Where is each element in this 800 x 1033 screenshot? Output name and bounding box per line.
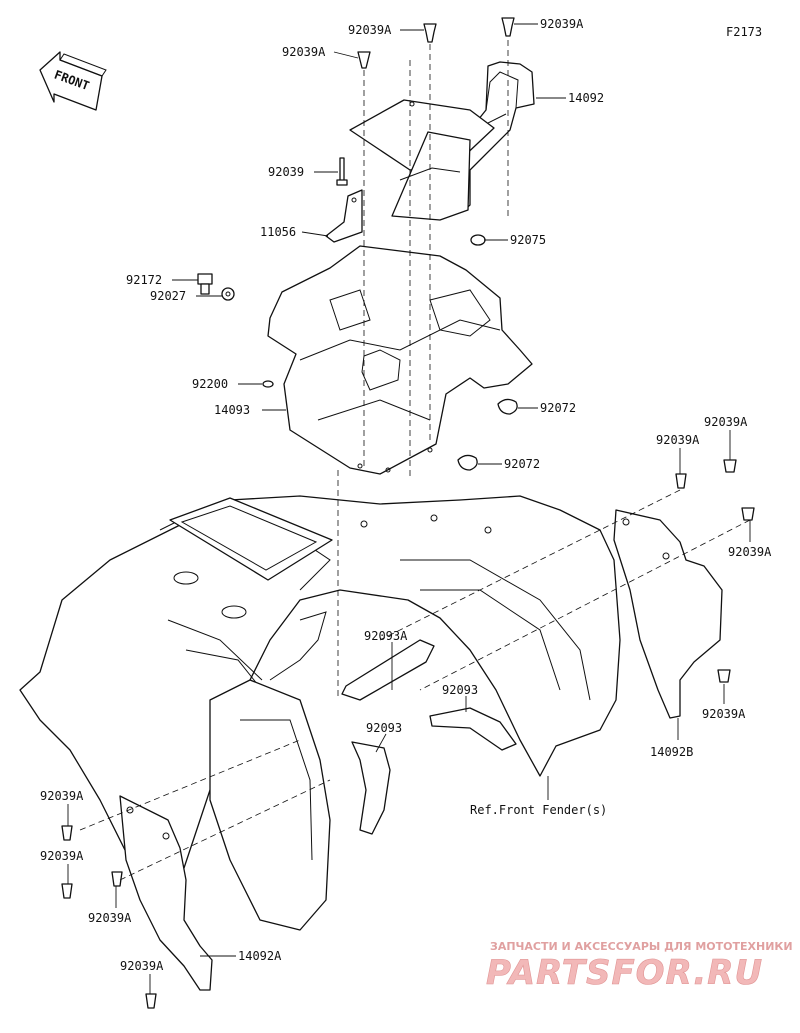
clips-92039A-right-icon xyxy=(675,459,755,683)
callout-92093-b: 92093 xyxy=(366,721,402,735)
callout-92039A-top-right: 92039A xyxy=(540,17,584,31)
callout-92072-a: 92072 xyxy=(540,401,576,415)
upper-tray xyxy=(349,99,495,221)
callout-92039A-l3: 92039A xyxy=(88,911,132,925)
part-14092B xyxy=(613,509,723,719)
clamp-92072-a-icon xyxy=(497,398,518,415)
callout-92039A-top-mid: 92039A xyxy=(348,23,392,37)
callout-92093A: 92093A xyxy=(364,629,408,643)
grommet-92200-icon xyxy=(262,380,274,388)
part-92093-right xyxy=(429,707,517,751)
grommet-92075-icon xyxy=(470,234,486,246)
callout-92039A-l1: 92039A xyxy=(40,789,84,803)
part-92093-left xyxy=(351,741,391,835)
callout-92093-a: 92093 xyxy=(442,683,478,697)
callout-11056: 11056 xyxy=(260,225,296,239)
figure-code: F2173 xyxy=(726,25,762,39)
callout-92039A-l4: 92039A xyxy=(120,959,164,973)
watermark-tagline: ЗАПЧАСТИ И АКСЕССУАРЫ ДЛЯ МОТОТЕХНИКИ xyxy=(490,940,793,953)
callout-92075: 92075 xyxy=(510,233,546,247)
watermark-brand: PARTSFOR.RU xyxy=(486,953,763,993)
callout-92039A-r2: 92039A xyxy=(704,415,748,429)
callout-92200: 92200 xyxy=(192,377,228,391)
clip-92039A-upper-left-icon xyxy=(357,51,371,69)
part-92093A xyxy=(341,639,435,701)
callout-92039A-l2: 92039A xyxy=(40,849,84,863)
bolt-92172-icon xyxy=(197,273,213,295)
callout-92039: 92039 xyxy=(268,165,304,179)
callout-ref-front-fender: Ref.Front Fender(s) xyxy=(470,803,607,817)
callout-14092: 14092 xyxy=(568,91,604,105)
clips-92039A-left-icon xyxy=(61,825,157,1009)
callout-14092B: 14092B xyxy=(650,745,693,759)
left-fender-flap xyxy=(209,611,331,931)
bolt-92039-icon xyxy=(336,157,348,186)
callout-92039A-r4: 92039A xyxy=(702,707,746,721)
part-11056 xyxy=(325,189,363,243)
callout-14093: 14093 xyxy=(214,403,250,417)
washer-92027-icon xyxy=(221,287,235,301)
clamp-92072-b-icon xyxy=(457,454,478,471)
part-14092A xyxy=(119,795,213,991)
callouts: 92039A 92039A 92039A 14092 92039 11056 9… xyxy=(40,17,772,973)
callout-14092A: 14092A xyxy=(238,949,282,963)
callout-92039A-r3: 92039A xyxy=(728,545,772,559)
callout-92172: 92172 xyxy=(126,273,162,287)
clip-92039A-top-mid-icon xyxy=(423,23,437,43)
callout-92072-b: 92072 xyxy=(504,457,540,471)
callout-92027: 92027 xyxy=(150,289,186,303)
alignment-lines xyxy=(79,40,751,881)
callout-92039A-r1: 92039A xyxy=(656,433,700,447)
watermark: ЗАПЧАСТИ И АКСЕССУАРЫ ДЛЯ МОТОТЕХНИКИ PA… xyxy=(486,940,793,993)
front-arrow-icon: FRONT xyxy=(39,51,107,111)
part-14093 xyxy=(267,245,533,475)
callout-92039A-upper-left: 92039A xyxy=(282,45,326,59)
leader-lines xyxy=(67,23,751,994)
clip-92039A-top-right-icon xyxy=(501,17,515,37)
